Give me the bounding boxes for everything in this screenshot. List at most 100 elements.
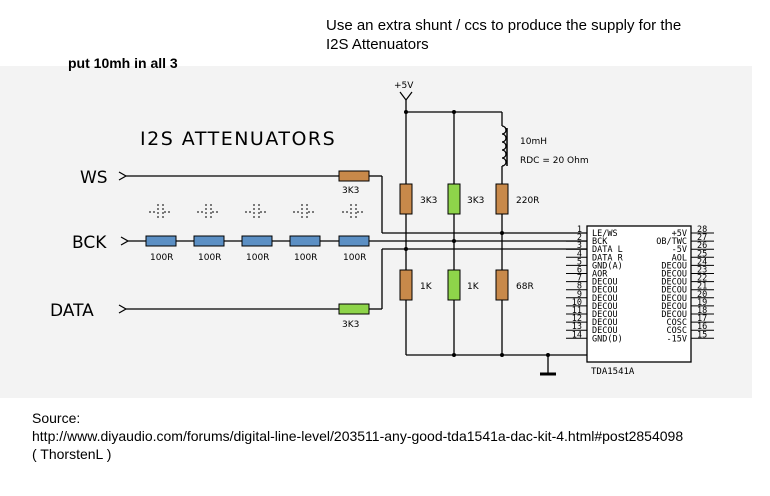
chip-right-pin-number: 27	[697, 233, 707, 243]
chip-left-pin-label: BCK	[592, 237, 608, 247]
pullup-resistor-2	[447, 183, 461, 215]
source-author: ( ThorstenL )	[32, 446, 112, 462]
bck-resistor-label-5: 100R	[343, 253, 366, 263]
pulldown-resistor-1	[399, 269, 413, 301]
chip-right-pin-number: 22	[697, 274, 707, 284]
bck-resistor-4	[289, 235, 321, 247]
bck-resistor-label-3: 100R	[246, 253, 269, 263]
chip-left-pin-number: 9	[577, 290, 582, 300]
pulldown-label-1: 1K	[420, 282, 433, 292]
chip-right-pin-label: DECOU	[661, 286, 687, 296]
chip-right-pin-label: OB/TWC	[656, 237, 687, 247]
chip-right-pin-label: DECOU	[661, 310, 687, 320]
data-series-resistor	[338, 303, 370, 315]
chip-left-pin-number: 7	[577, 274, 582, 284]
capacitor-icon	[293, 204, 316, 220]
pullup-resistor-1	[399, 183, 413, 215]
chip-right-pin-number: 16	[697, 322, 707, 332]
capacitor-icon	[245, 204, 268, 220]
bck-resistor-label-4: 100R	[294, 253, 317, 263]
ws-resistor-label: 3K3	[342, 186, 359, 196]
pulldown-label-3: 68R	[516, 282, 534, 292]
chip-left-pin-label: AOR	[592, 270, 608, 280]
chip-left-pin-number: 14	[572, 330, 582, 340]
chip-right-pin-label: COSC	[667, 318, 687, 328]
chip-left-pin-label: LE/WS	[592, 229, 618, 239]
bck-resistor-label-1: 100R	[150, 253, 173, 263]
source-label: Source:	[32, 410, 81, 426]
ws-wire	[126, 175, 587, 234]
chip-right-pin-number: 25	[697, 249, 707, 259]
ws-series-resistor	[338, 170, 370, 182]
junction-dots	[404, 110, 550, 357]
chip-left-pin-number: 1	[577, 225, 582, 235]
chip-left-pin-number: 4	[577, 249, 582, 259]
chip-left-pin-label: DECOU	[592, 294, 618, 304]
pullup-label-3: 220R	[516, 196, 539, 206]
chip-left-pin-label: DECOU	[592, 326, 618, 336]
chip-right-pin-number: 24	[697, 257, 707, 267]
data-resistor-label: 3K3	[342, 320, 359, 330]
chip-right-pin-label: +5V	[672, 229, 687, 239]
chip-left-pin-number: 12	[572, 314, 582, 324]
chip-left-pin-number: 10	[572, 298, 582, 308]
chip-left-pin-label: GND(D)	[592, 334, 623, 344]
schematic-title: I2S ATTENUATORS	[140, 128, 336, 150]
chip-right-pin-number: 28	[697, 225, 707, 235]
ws-signal-label: WS	[80, 168, 108, 188]
source-link[interactable]: http://www.diyaudio.com/forums/digital-l…	[32, 428, 684, 444]
chip-right-pin-number: 15	[697, 330, 707, 340]
chip-right-pin-label: DECOU	[661, 302, 687, 312]
bck-resistor-3	[241, 235, 273, 247]
chip-left-pin-number: 8	[577, 282, 582, 292]
chip-right-pin-label: DECOU	[661, 294, 687, 304]
chip-right-pin-label: COSC	[667, 326, 687, 336]
capacitor-icon	[197, 204, 220, 220]
capacitor-icon	[342, 204, 365, 220]
tda1541a-chip	[586, 225, 692, 363]
chip-right-pin-number: 17	[697, 314, 707, 324]
chip-left-pin-number: 2	[577, 233, 582, 243]
chip-left-pin-label: DECOU	[592, 318, 618, 328]
pullup-label-1: 3K3	[420, 196, 437, 206]
supply-label: +5V	[394, 81, 414, 91]
chip-left-pin-label: GND(A)	[592, 261, 623, 271]
chip-left-pin-label: DATA L	[592, 245, 623, 255]
chip-right-pin-number: 23	[697, 266, 707, 276]
inductor-10mh	[501, 125, 508, 168]
chip-left-pin-number: 3	[577, 241, 582, 251]
bck-signal-label: BCK	[72, 233, 107, 253]
chip-left-pin-label: DECOU	[592, 286, 618, 296]
data-signal-label: DATA	[50, 301, 94, 321]
chip-name: TDA1541A	[591, 367, 635, 377]
bck-resistor-chain	[145, 235, 370, 247]
chip-left-pin-number: 6	[577, 266, 582, 276]
chip-right-pin-number: 18	[697, 306, 707, 316]
bck-resistor-2	[193, 235, 225, 247]
supply-note-line2: I2S Attenuators	[326, 36, 429, 53]
capacitor-icon	[149, 204, 172, 220]
data-wire	[126, 248, 587, 310]
chip-left-pin-label: DECOU	[592, 310, 618, 320]
chip-left-pin-number: 13	[572, 322, 582, 332]
chip-right-pin-number: 20	[697, 290, 707, 300]
bck-resistor-label-2: 100R	[198, 253, 221, 263]
bck-resistor-1	[145, 235, 177, 247]
chip-right-pin-label: -5V	[672, 245, 687, 255]
pulldown-resistor-3	[495, 269, 509, 301]
source-block: Source: http://www.diyaudio.com/forums/d…	[32, 409, 762, 463]
inductor-value: 10mH	[520, 137, 547, 147]
pullup-label-2: 3K3	[467, 196, 484, 206]
chip-right-pin-label: DECOU	[661, 270, 687, 280]
pulldown-resistor-2	[447, 269, 461, 301]
chip-left-pin-number: 5	[577, 257, 582, 267]
supply-rail	[405, 100, 503, 184]
chip-right-pin-number: 21	[697, 282, 707, 292]
chip-left-pin-label: DECOU	[592, 302, 618, 312]
chip-right-pin-label: -15V	[667, 334, 687, 344]
chip-left-pin-number: 11	[572, 306, 582, 316]
chip-right-pin-label: DECOU	[661, 261, 687, 271]
